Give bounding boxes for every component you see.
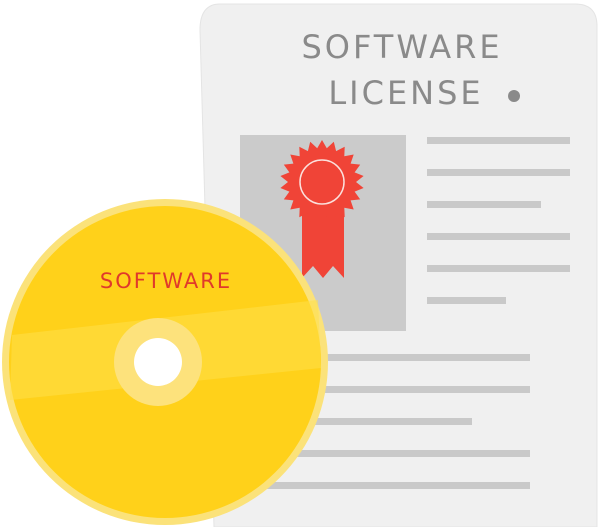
text-line — [427, 297, 506, 304]
document-title-line-1: SOFTWARE — [301, 28, 502, 66]
text-line — [250, 354, 530, 361]
document-text-lines-bottom — [250, 354, 530, 489]
award-ribbon-icon — [280, 140, 364, 278]
text-line — [427, 233, 570, 240]
disc-label: SOFTWARE — [100, 269, 232, 293]
ribbon-tails — [302, 205, 344, 278]
text-line — [427, 201, 541, 208]
text-line — [427, 169, 570, 176]
text-line — [250, 482, 530, 489]
cd-disc-icon: SOFTWARE — [2, 199, 328, 525]
seal-center — [299, 159, 345, 205]
text-line — [250, 386, 530, 393]
text-line — [427, 265, 570, 272]
disc-hole — [134, 338, 182, 386]
text-line — [427, 137, 570, 144]
document-text-lines-top — [427, 137, 570, 304]
title-dot-icon — [508, 90, 520, 102]
text-line — [250, 450, 530, 457]
text-line — [250, 418, 472, 425]
document-title-line-2: LICENSE — [328, 74, 483, 112]
